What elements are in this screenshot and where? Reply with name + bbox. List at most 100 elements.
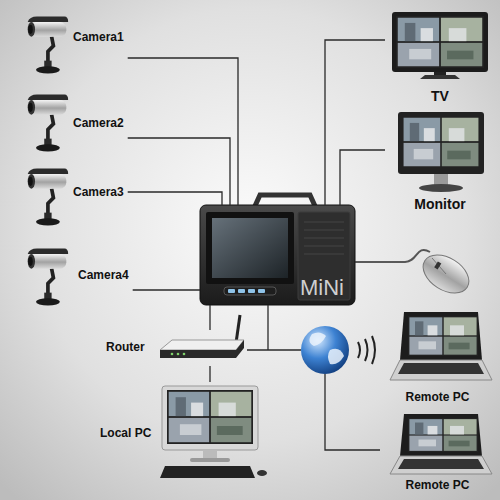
cable <box>209 366 210 382</box>
cable <box>209 305 210 330</box>
router-icon <box>183 353 186 356</box>
cable <box>128 192 222 205</box>
dvr-device <box>304 230 344 231</box>
router-node: Router <box>102 330 247 366</box>
brand-label: MiNi <box>300 275 344 301</box>
router-icon <box>177 353 180 356</box>
device-label: Camera2 <box>73 116 124 130</box>
local-pc-icon <box>162 386 258 450</box>
dvr-device <box>255 195 315 206</box>
router-icon <box>171 353 174 356</box>
camera-icon <box>28 94 68 151</box>
device-label: Camera1 <box>73 30 124 44</box>
router-icon <box>160 340 244 358</box>
network-wire <box>325 374 380 450</box>
router-icon <box>160 340 244 350</box>
internet-globe <box>328 349 344 364</box>
tv-icon <box>396 16 484 68</box>
local-pc-icon <box>160 386 267 478</box>
device-label: Remote PC <box>405 390 469 404</box>
camera-icon <box>28 248 68 305</box>
cable <box>128 58 238 205</box>
dvr-device <box>200 195 355 305</box>
dvr-device <box>304 222 344 223</box>
camera-icon <box>28 16 68 305</box>
laptop-icon <box>390 414 492 474</box>
dvr-device <box>248 289 255 293</box>
laptop-icon <box>398 459 484 469</box>
tv-icon <box>392 12 488 72</box>
local-pc-icon <box>160 466 255 478</box>
monitor-icon <box>419 184 463 192</box>
dvr-device <box>200 205 355 305</box>
cable <box>325 40 385 205</box>
network-wire <box>247 305 380 450</box>
laptop-icon <box>408 418 478 452</box>
dvr-device <box>238 289 245 293</box>
network-wire <box>247 349 301 350</box>
internet-globe <box>358 342 360 358</box>
mouse-icon <box>355 247 476 301</box>
cable <box>133 289 200 290</box>
laptop-icon <box>390 312 492 380</box>
camera-node: Camera3 <box>22 160 128 232</box>
mouse-icon <box>432 258 446 274</box>
local-pc-icon <box>190 458 230 462</box>
camera-icon <box>28 168 68 225</box>
dvr-device <box>304 246 344 247</box>
internet-globe <box>372 336 375 364</box>
device-label: Local PC <box>100 426 151 440</box>
device-label: Camera3 <box>73 185 124 199</box>
monitor-icon <box>398 112 484 174</box>
laptop-icon <box>390 360 492 380</box>
cable <box>128 138 230 205</box>
local-pc-icon <box>203 450 217 458</box>
dvr-device <box>224 287 276 295</box>
laptop-icon <box>400 414 482 456</box>
tv-icon <box>434 72 446 75</box>
laptop-icon <box>400 312 482 360</box>
local-pc-icon <box>167 390 253 444</box>
internet-globe <box>309 332 326 346</box>
device-label: Camera4 <box>78 268 129 282</box>
dvr-device <box>228 289 235 293</box>
dvr-device <box>304 238 344 239</box>
tv-icon <box>420 75 460 79</box>
camera-icon <box>28 16 68 73</box>
laptop-icon <box>398 363 484 374</box>
device-label: Remote PC <box>405 478 469 492</box>
device-label: TV <box>431 88 449 105</box>
internet-globe <box>365 339 368 361</box>
monitor-icon <box>402 116 480 168</box>
device-label: Monitor <box>414 196 465 213</box>
mouse-icon <box>434 261 441 269</box>
dvr-device <box>258 289 265 293</box>
laptop-node: Remote PC <box>380 408 495 496</box>
dvr-node: MiNi <box>200 205 355 305</box>
internet-globe <box>301 326 349 374</box>
mouse-icon <box>416 247 475 301</box>
laptop-icon <box>408 316 478 356</box>
mouse-icon <box>355 261 405 262</box>
device-label: Router <box>106 340 145 354</box>
camera-node: Camera1 <box>22 10 128 82</box>
dvr-device <box>304 254 344 255</box>
monitor-icon <box>398 112 484 192</box>
dvr-device <box>212 218 288 278</box>
laptop-node: Remote PC <box>380 306 495 406</box>
network-wire <box>267 305 268 350</box>
pc-node: Local PC <box>96 382 266 482</box>
tv-icon <box>392 12 488 79</box>
monitor-node: Monitor <box>385 108 495 218</box>
camera-node: Camera2 <box>22 88 128 160</box>
local-pc-icon <box>257 470 267 476</box>
cable <box>340 150 385 205</box>
dvr-device <box>206 212 294 284</box>
router-icon <box>236 315 240 343</box>
router-icon <box>160 315 244 358</box>
